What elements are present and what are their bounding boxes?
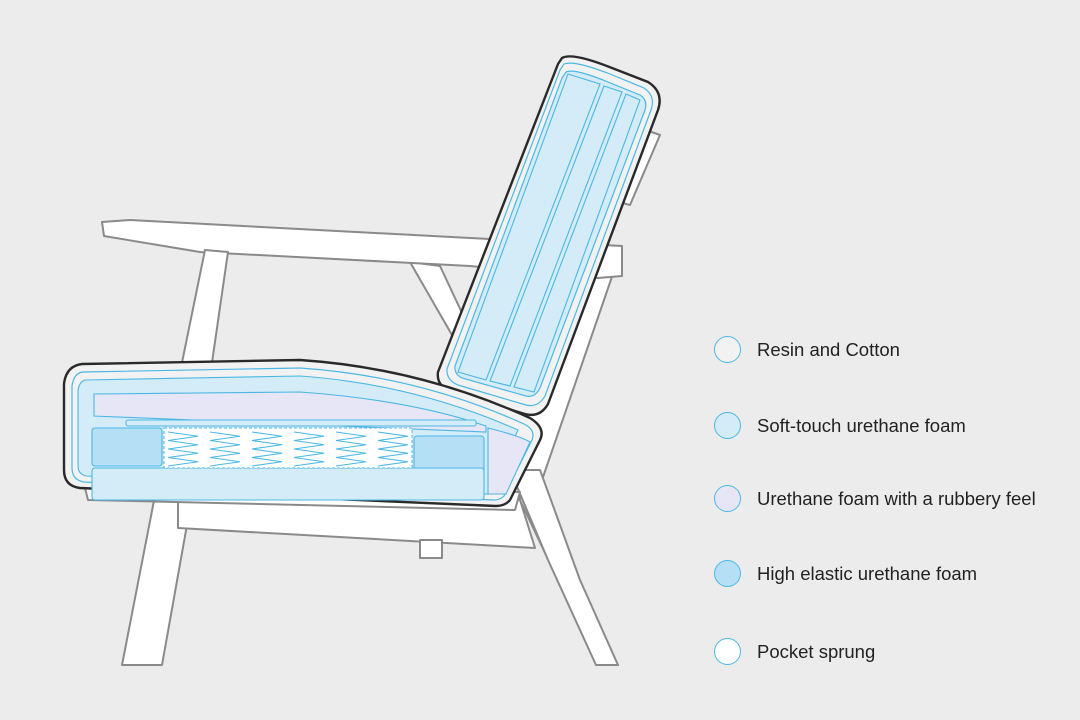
legend-item-soft-touch-foam: Soft-touch urethane foam — [714, 412, 966, 439]
seat-high-elastic-left — [91, 427, 163, 467]
legend-label: Soft-touch urethane foam — [757, 414, 966, 436]
legend-item-pocket-sprung: Pocket sprung — [714, 638, 875, 665]
pocket-spring-coil — [209, 431, 241, 467]
rear-lower-leg — [509, 469, 619, 666]
back-foam-channel-2 — [489, 85, 623, 387]
seat-cushion — [62, 358, 543, 508]
seat-thin-layer — [125, 419, 477, 427]
pocket-spring-coil — [335, 431, 367, 467]
legend-swatch-rubbery-foam — [714, 485, 741, 512]
seat-rubbery-foam-front — [487, 427, 531, 495]
back-cushion — [436, 55, 661, 417]
legend-label: High elastic urethane foam — [757, 562, 978, 584]
seat-high-elastic-bottom — [91, 467, 485, 501]
legend-label: Pocket sprung — [757, 640, 876, 662]
seat-pocket-spring-area — [163, 427, 413, 469]
legend: Resin and Cotton Soft-touch urethane foa… — [714, 0, 1074, 720]
pocket-spring-coil — [293, 431, 325, 467]
pocket-springs — [167, 431, 409, 467]
legend-swatch-soft-touch-foam — [714, 412, 741, 439]
pocket-spring-coil — [251, 431, 283, 467]
legend-item-resin-cotton: Resin and Cotton — [714, 336, 900, 363]
legend-item-high-elastic-foam: High elastic urethane foam — [714, 560, 977, 587]
pocket-spring-coil — [377, 431, 409, 467]
legend-swatch-pocket-sprung — [714, 638, 741, 665]
seat-block — [419, 539, 443, 559]
legend-item-rubbery-foam: Urethane foam with a rubbery feel — [714, 485, 1036, 512]
back-foam-channel-1 — [457, 73, 601, 381]
legend-label: Urethane foam with a rubbery feel — [757, 487, 1036, 509]
pocket-spring-coil — [167, 431, 199, 467]
legend-swatch-high-elastic-foam — [714, 560, 741, 587]
back-foam-channel-3 — [513, 93, 641, 393]
legend-swatch-resin-cotton — [714, 336, 741, 363]
legend-label: Resin and Cotton — [757, 338, 900, 360]
